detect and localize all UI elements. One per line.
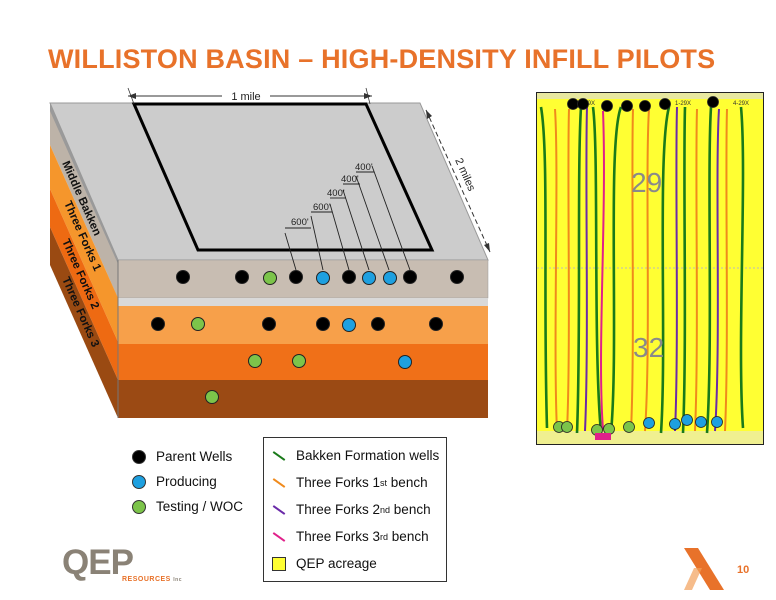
well-producing	[316, 271, 330, 285]
map-well-producing	[643, 417, 655, 429]
well-parent	[151, 317, 165, 331]
spacing-label-3: 400'	[327, 188, 345, 199]
map-well-testing	[561, 421, 573, 433]
page-number: 10	[737, 564, 750, 576]
section-label-29: 29	[631, 167, 662, 198]
page-title: WILLISTON BASIN – HIGH-DENSITY INFILL PI…	[48, 44, 716, 74]
layer-front-gap	[118, 298, 488, 306]
legend-item-acreage: QEP acreage	[264, 556, 377, 571]
top-dimension-label: 1 mile	[231, 91, 260, 103]
tf2-line-icon	[272, 504, 286, 515]
map-well-parent	[621, 100, 633, 112]
map-well-parent	[577, 98, 589, 110]
well-producing	[398, 355, 412, 369]
well-testing	[263, 271, 277, 285]
layer-front-tf3	[118, 380, 488, 418]
well-producing	[383, 271, 397, 285]
map-well-parent	[567, 98, 579, 110]
layer-side-tf1	[50, 145, 118, 342]
map-well-producing	[711, 416, 723, 428]
spacing-ticks	[284, 165, 411, 271]
well-parent	[450, 270, 464, 284]
parent-well-dot-icon	[132, 449, 146, 464]
spacing-label-2: 600'	[313, 202, 331, 213]
map-well-producing	[681, 414, 693, 426]
well-parent	[316, 317, 330, 331]
map-well-testing	[623, 421, 635, 433]
well-map: 29 32 1-29X 1-29X 4-29X	[537, 93, 763, 444]
well-parent	[176, 270, 190, 284]
map-well-testing	[603, 423, 615, 435]
well-parent	[235, 270, 249, 284]
bakken-line-icon	[272, 450, 286, 461]
layer-front-bakken	[117, 259, 489, 299]
tf1-line-icon	[272, 477, 286, 488]
map-well-parent	[639, 100, 651, 112]
testing-well-dot-icon	[132, 499, 146, 514]
well-testing	[248, 354, 262, 368]
well-parent	[262, 317, 276, 331]
spacing-label-4: 400'	[341, 174, 359, 185]
layer-side-tf2	[50, 189, 118, 380]
producing-well-dot-icon	[132, 474, 146, 489]
layer-side-bakken	[50, 111, 118, 298]
well-parent	[429, 317, 443, 331]
well-producing	[342, 318, 356, 332]
well-map-panel: 29 32 1-29X 1-29X 4-29X	[536, 92, 764, 445]
map-well-parent	[707, 96, 719, 108]
legend-item-producing: Producing	[124, 474, 217, 489]
legend-item-parent: Parent Wells	[124, 449, 232, 464]
qep-logo: QEP RESOURCES Inc	[62, 543, 183, 583]
layer-side-tf3	[50, 227, 118, 418]
layer-front-tf1	[118, 306, 488, 344]
chevron-decoration-icon	[684, 548, 724, 590]
map-well-parent	[659, 98, 671, 110]
legend-wells: Parent Wells Producing Testing / WOC	[124, 437, 254, 525]
top-surface	[49, 102, 489, 261]
map-well-parent	[601, 100, 613, 112]
tf3-line-icon	[272, 531, 286, 542]
well-parent	[289, 270, 303, 284]
legend-item-testing: Testing / WOC	[124, 499, 243, 514]
well-producing	[362, 271, 376, 285]
map-well-producing	[669, 418, 681, 430]
well-testing	[205, 390, 219, 404]
legend-item-bakken: Bakken Formation wells	[264, 448, 439, 463]
spacing-label-1: 600'	[291, 217, 309, 228]
well-testing	[292, 354, 306, 368]
section-outline	[131, 102, 435, 252]
map-well-producing	[695, 416, 707, 428]
spacing-label-5: 400'	[355, 162, 373, 173]
logo-subtext: RESOURCES Inc	[122, 576, 183, 583]
well-parent	[403, 270, 417, 284]
well-parent	[342, 270, 356, 284]
section-label-32: 32	[633, 332, 664, 363]
well-parent	[371, 317, 385, 331]
map-top-label-3: 4-29X	[733, 101, 749, 107]
map-top-label-2: 1-29X	[675, 101, 691, 107]
acreage-square-icon	[272, 556, 286, 571]
well-testing	[191, 317, 205, 331]
